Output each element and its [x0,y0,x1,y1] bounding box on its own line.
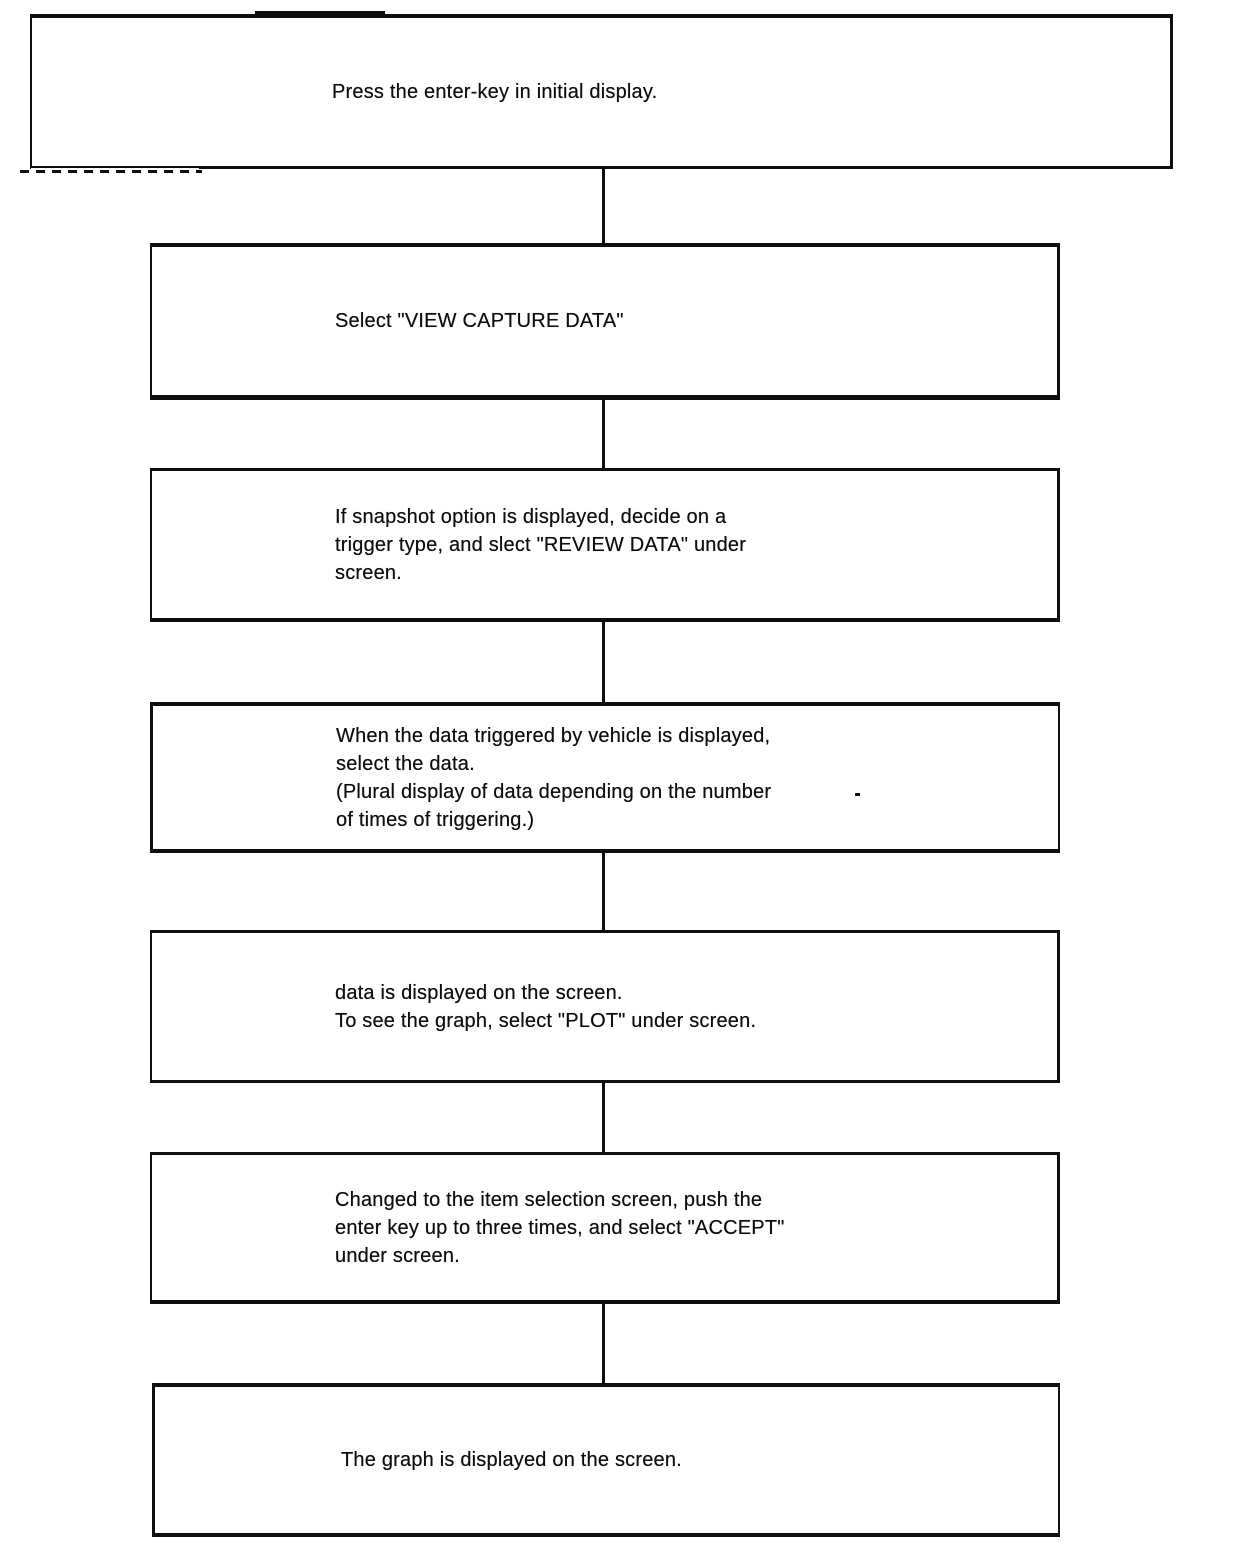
flow-step-6-text: Changed to the item selection screen, pu… [335,1188,785,1267]
flow-step-6: Changed to the item selection screen, pu… [150,1152,1060,1304]
flow-step-3-text: If snapshot option is displayed, decide … [335,505,747,584]
flow-step-2-text: Select "VIEW CAPTURE DATA" [335,310,624,332]
scan-artifact [20,170,202,173]
connector-line-4 [602,853,605,930]
flow-step-4: When the data triggered by vehicle is di… [150,702,1060,853]
scan-artifact [255,11,385,16]
connector-line-6 [602,1304,605,1383]
flow-step-2: Select "VIEW CAPTURE DATA" [150,243,1060,400]
connector-line-5 [602,1083,605,1152]
flow-step-5: data is displayed on the screen. To see … [150,930,1060,1083]
connector-line-3 [602,622,605,702]
flow-step-7-text: The graph is displayed on the screen. [341,1449,682,1471]
flow-step-7: The graph is displayed on the screen. [152,1383,1060,1537]
flow-step-3: If snapshot option is displayed, decide … [150,468,1060,622]
connector-line-2 [602,400,605,468]
connector-line-1 [602,169,605,245]
flow-step-4-text: When the data triggered by vehicle is di… [336,724,772,831]
flow-step-5-text: data is displayed on the screen. To see … [335,981,757,1032]
flow-step-1-text: Press the enter-key in initial display. [332,81,658,103]
scan-artifact [855,793,860,796]
flow-step-1: Press the enter-key in initial display. [30,14,1173,169]
